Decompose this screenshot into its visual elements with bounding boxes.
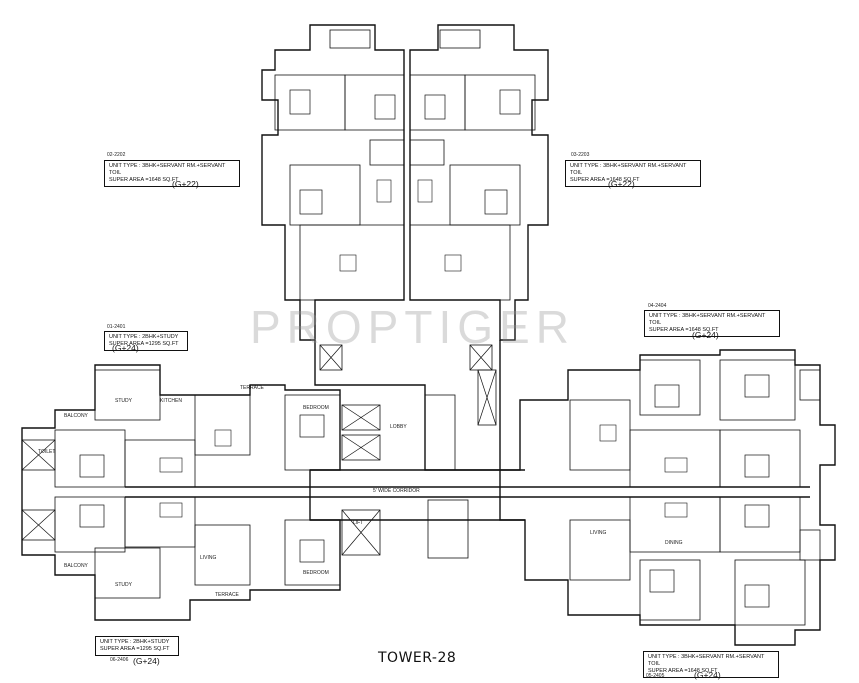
wing-top-right	[409, 24, 549, 341]
unit-floors: (G+24)	[112, 343, 139, 353]
room-label-living: LIVING	[590, 530, 607, 536]
unit-type: UNIT TYPE : 2BHK+STUDY	[109, 334, 179, 340]
watermark: PROPTIGER	[250, 301, 575, 353]
unit-area: SUPER AREA =1648 SQ.FT	[570, 177, 640, 183]
unit-type: UNIT TYPE : 3BHK+SERVANT RM.+SERVANT TOI…	[649, 313, 766, 326]
unit-floors: (G+24)	[133, 656, 160, 666]
unit-info-box: UNIT TYPE : 3BHK+SERVANT RM.+SERVANT TOI…	[565, 160, 701, 187]
room-label-toilet: TOILET	[38, 449, 56, 455]
unit-floors: (G+22)	[172, 179, 199, 189]
unit-type: UNIT TYPE : 3BHK+SERVANT RM.+SERVANT TOI…	[109, 163, 226, 176]
unit-code: 05-2405	[646, 673, 665, 679]
unit-floors: (G+24)	[692, 330, 719, 340]
room-label-study: STUDY	[115, 398, 132, 404]
room-label-study: STUDY	[115, 582, 132, 588]
wing-top-left	[261, 24, 405, 341]
unit-area: SUPER AREA =1648 SQ.FT	[648, 668, 718, 674]
unit-floors: (G+22)	[608, 179, 635, 189]
unit-info-box: UNIT TYPE : 3BHK+SERVANT RM.+SERVANT TOI…	[104, 160, 240, 187]
room-label-balcony: BALCONY	[64, 413, 88, 419]
unit-info-box: UNIT TYPE : 2BHK+STUDY SUPER AREA =1295 …	[95, 636, 179, 656]
unit-info-box: UNIT TYPE : 3BHK+SERVANT RM.+SERVANT TOI…	[644, 310, 780, 337]
unit-code: 01-2401	[107, 324, 126, 330]
unit-info-box: UNIT TYPE : 2BHK+STUDY SUPER AREA =1295 …	[104, 331, 188, 351]
unit-area: SUPER AREA =1295 SQ.FT	[109, 341, 179, 347]
unit-floors: (G+24)	[694, 670, 721, 680]
unit-code: 03-2203	[571, 152, 590, 158]
unit-area: SUPER AREA =1295 SQ.FT	[100, 646, 170, 652]
room-label-balcony: BALCONY	[64, 563, 88, 569]
unit-type: UNIT TYPE : 3BHK+SERVANT RM.+SERVANT TOI…	[648, 654, 765, 667]
unit-type: UNIT TYPE : 2BHK+STUDY	[100, 639, 170, 645]
lift-label: LIFT	[353, 520, 364, 526]
room-label-bedroom: BEDROOM	[303, 405, 329, 411]
unit-info-box: UNIT TYPE : 3BHK+SERVANT RM.+SERVANT TOI…	[643, 651, 779, 678]
room-label-terrace: TERRACE	[215, 592, 239, 598]
unit-code: 04-2404	[648, 303, 667, 309]
unit-area: SUPER AREA =1648 SQ.FT	[649, 327, 719, 333]
room-label-kitchen: KITCHEN	[160, 398, 182, 404]
room-label-dining: DINING	[665, 540, 683, 546]
room-label-bedroom: BEDROOM	[303, 570, 329, 576]
corridor-label: 5' WIDE CORRIDOR	[373, 488, 420, 494]
unit-area: SUPER AREA =1648 SQ.FT	[109, 177, 179, 183]
unit-code: 06-2406	[110, 657, 129, 663]
room-label-living: LIVING	[200, 555, 217, 561]
room-label-terrace: TERRACE	[240, 385, 264, 391]
unit-code: 02-2202	[107, 152, 126, 158]
tower-title: TOWER-28	[378, 650, 457, 666]
unit-type: UNIT TYPE : 3BHK+SERVANT RM.+SERVANT TOI…	[570, 163, 687, 176]
lobby-label: LOBBY	[390, 424, 407, 430]
